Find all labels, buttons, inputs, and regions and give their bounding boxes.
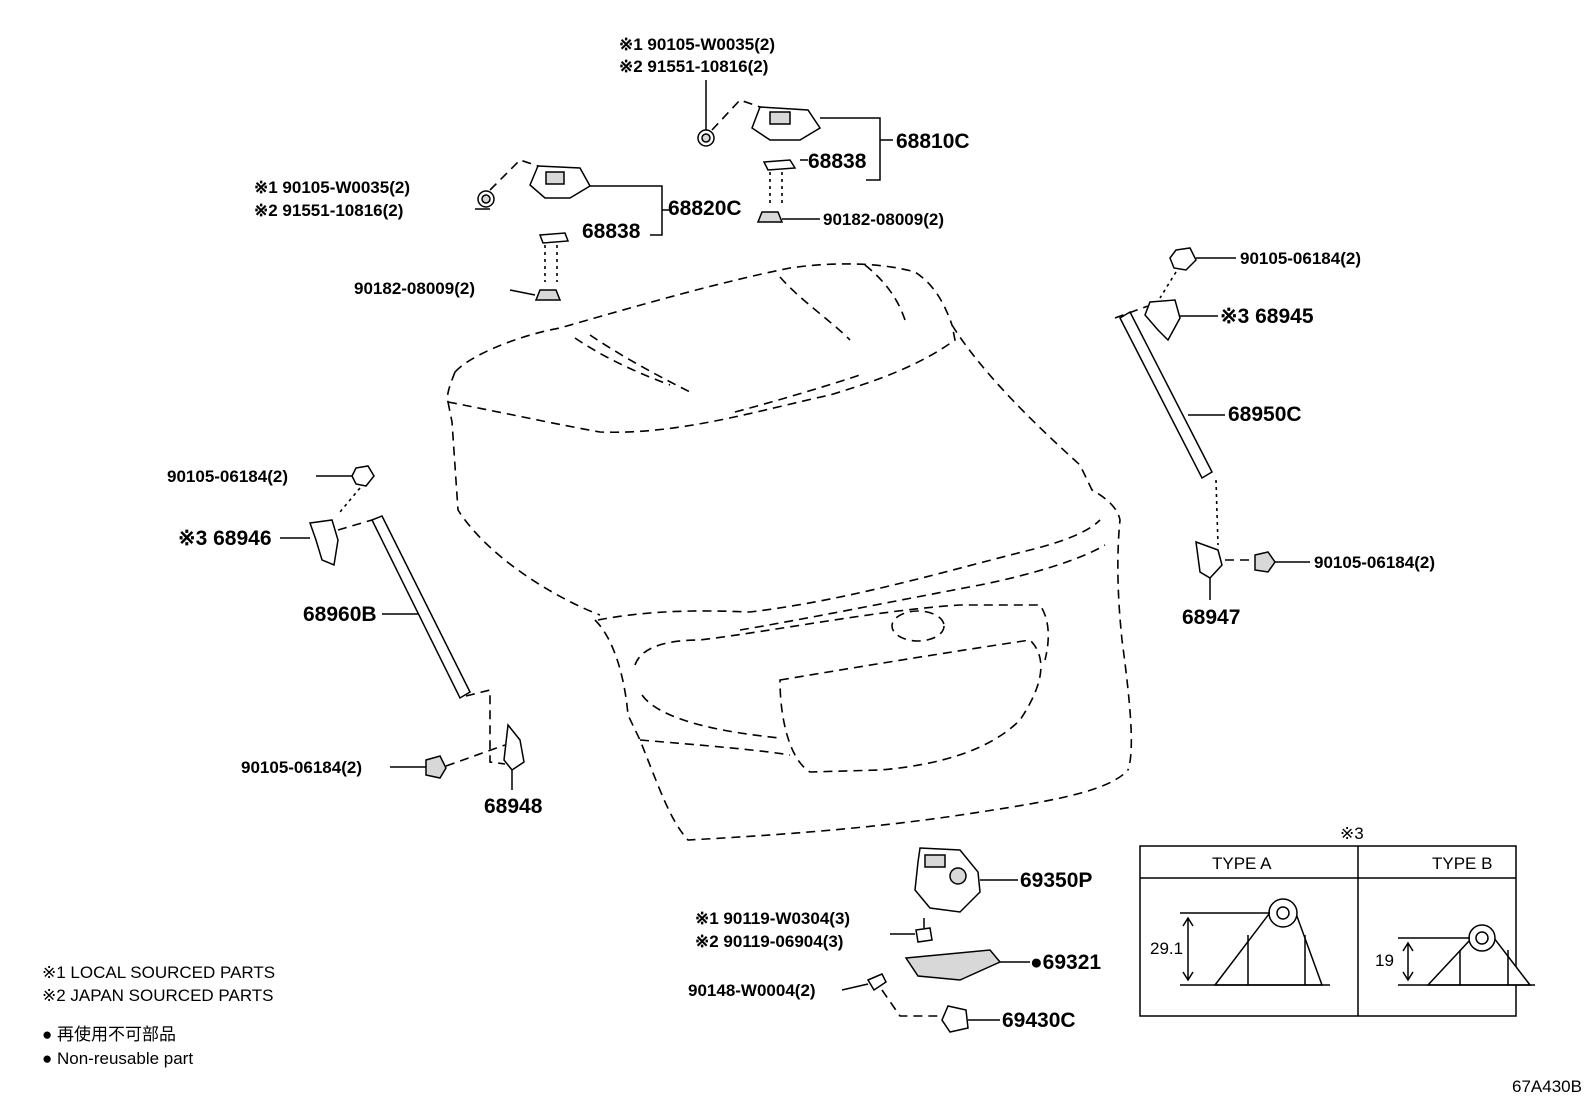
type-a-bracket [1180, 898, 1330, 986]
note-nonreusable-jp: ● 再使用不可部品 [42, 1024, 176, 1044]
type-table [1139, 845, 1535, 1017]
lock-seal-label: ●69321 [1030, 951, 1101, 974]
hinge-rh-bolt [697, 80, 715, 147]
rh-lower-bolt-label: 90105-06184(2) [1314, 553, 1435, 572]
hinge-rh-shim [762, 159, 797, 205]
striker [941, 1005, 1000, 1033]
hinge-rh-bolt-label-2: ※2 91551-10816(2) [619, 57, 768, 76]
rh-upper-bracket-label: ※3 68945 [1220, 305, 1314, 328]
striker-screw-label: 90148-W0004(2) [688, 981, 816, 1000]
hinge-lh-bolt-label-1: ※1 90105-W0035(2) [254, 178, 410, 197]
note-japan-sourced: ※2 JAPAN SOURCED PARTS [42, 986, 274, 1005]
lock-assembly [914, 847, 1018, 913]
note-nonreusable-en: ● Non-reusable part [42, 1049, 193, 1068]
lh-lower-bracket [503, 723, 525, 790]
striker-screw [841, 973, 945, 1017]
hinge-rh-nut [756, 211, 820, 223]
rh-lower-bolt [1225, 551, 1310, 573]
rh-upper-bolt [1159, 247, 1236, 299]
hinge-rh-assembly [711, 99, 822, 141]
lock-assy-label: 69350P [1020, 869, 1092, 892]
type-table-marker: ※3 [1340, 824, 1364, 843]
diagram-code: 67A430B [1512, 1077, 1582, 1096]
lh-damper-label: 68960B [303, 603, 377, 626]
lh-lower-bracket-label: 68948 [484, 795, 543, 818]
hinge-rh-nut-label: 90182-08009(2) [823, 210, 944, 229]
lh-upper-bracket-label: ※3 68946 [178, 527, 272, 550]
striker-label: 69430C [1002, 1009, 1076, 1032]
hinge-rh-assy-label: 68810C [896, 130, 970, 153]
hinge-lh-bolt [477, 190, 495, 208]
hinge-rh-shim-label: 68838 [808, 150, 867, 173]
rh-damper-label: 68950C [1228, 403, 1302, 426]
lock-bolt-label-2: ※2 90119-06904(3) [695, 932, 843, 951]
back-door-panel [446, 263, 1133, 841]
rh-lower-bracket [1195, 540, 1223, 600]
lh-lower-bolt [390, 744, 506, 779]
lh-upper-bolt-label: 90105-06184(2) [167, 467, 288, 486]
hinge-lh-bolt-label-2: ※2 91551-10816(2) [254, 201, 403, 220]
lh-damper [337, 515, 506, 765]
type-b-dimension: 19 [1375, 951, 1394, 970]
lh-upper-bolt [316, 465, 375, 513]
lock-bolt-label-1: ※1 90119-W0304(3) [695, 909, 850, 928]
hinge-lh-assy-label: 68820C [668, 197, 742, 220]
lh-upper-bracket [280, 519, 339, 567]
note-local-sourced: ※1 LOCAL SOURCED PARTS [42, 963, 275, 982]
rh-lower-bracket-label: 68947 [1182, 606, 1240, 629]
hinge-lh-assembly [489, 159, 592, 199]
hinge-lh-nut-label: 90182-08009(2) [354, 279, 475, 298]
rh-upper-bracket [1144, 299, 1218, 342]
hinge-rh-bolt-label-1: ※1 90105-W0035(2) [619, 35, 775, 54]
type-a-dimension: 29.1 [1150, 939, 1183, 958]
hinge-lh-nut [534, 289, 562, 301]
lock-seal [904, 949, 1030, 981]
rh-upper-bolt-label: 90105-06184(2) [1240, 249, 1361, 268]
hinge-lh-shim [538, 232, 570, 282]
lh-lower-bolt-label: 90105-06184(2) [241, 758, 362, 777]
lock-bolt [890, 918, 933, 943]
type-a-label: TYPE A [1212, 854, 1272, 873]
hinge-lh-shim-label: 68838 [582, 220, 641, 243]
type-b-label: TYPE B [1432, 854, 1492, 873]
type-b-bracket [1398, 924, 1535, 986]
rh-damper [1114, 305, 1225, 546]
